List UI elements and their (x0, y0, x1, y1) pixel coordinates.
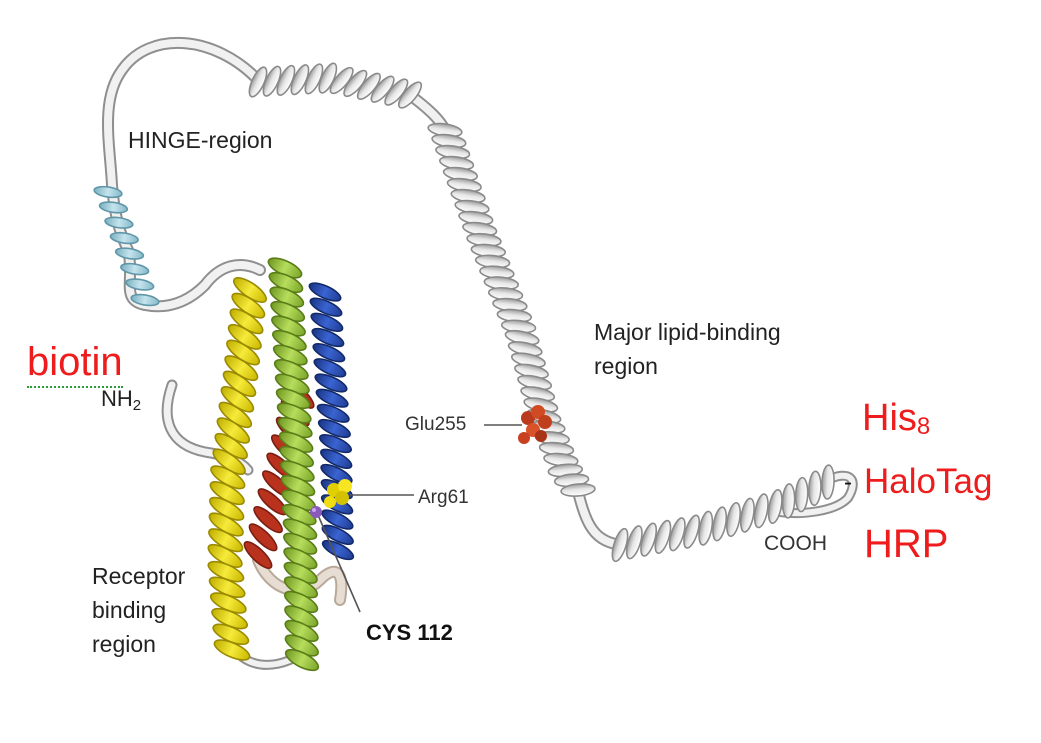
hinge-region-label: HINGE-region (128, 127, 273, 153)
helix-turn (319, 448, 353, 469)
helix-turn (640, 522, 658, 557)
helix-turn (317, 418, 351, 439)
helix-bottom (611, 464, 835, 563)
helix-turn (290, 64, 310, 96)
helix-turn (683, 514, 701, 549)
helix-turn (668, 517, 686, 552)
helix-turn (318, 434, 353, 454)
his-subscript: 8 (916, 413, 931, 440)
helix-turn (93, 185, 123, 199)
helix-turn (130, 293, 160, 307)
helix-turn (114, 247, 145, 260)
helix-turn (321, 509, 354, 530)
helix-turn (213, 639, 251, 661)
lipid-binding-label-line1: Major lipid-binding (594, 319, 781, 345)
nh-text: NH (101, 386, 133, 411)
helix-turn (284, 648, 320, 672)
helix-lipid-binding (427, 122, 596, 497)
helix-turn (310, 312, 344, 332)
helix-turn (311, 327, 345, 348)
c-terminus-label: COOH (764, 532, 827, 555)
helix-yellow (207, 277, 267, 661)
helix-turn (808, 470, 822, 507)
helix-turn (654, 519, 672, 555)
helix-turn (309, 297, 343, 317)
glu255-label: Glu255 (405, 414, 467, 435)
lipid-binding-label-line2: region (594, 353, 658, 379)
receptor-binding-label-line2: binding (92, 597, 167, 623)
n-terminus-label: NH2 (101, 386, 141, 414)
helix-hinge (93, 185, 160, 307)
biotin-tag-label: biotin (27, 340, 123, 388)
hrp-tag-label: HRP (864, 522, 949, 566)
helix-turn (712, 506, 728, 542)
nh-subscript: 2 (132, 397, 142, 414)
helix-turn (794, 476, 809, 513)
his8-tag-label: His8 (862, 398, 930, 447)
receptor-binding-label-line1: Receptor (92, 563, 186, 589)
helix-turn (253, 506, 283, 534)
halotag-label: HaloTag (864, 462, 993, 501)
helix-turn (560, 483, 596, 497)
helix-turn (104, 216, 134, 229)
helix-turn (308, 282, 342, 302)
receptor-binding-label-line3: region (92, 631, 156, 657)
arg61-spheres (324, 479, 352, 508)
tag-connector-dash: - (844, 469, 852, 496)
helix-turn (370, 75, 395, 103)
helix-turn (329, 66, 354, 95)
helix-turn (356, 72, 381, 100)
helix-turn (384, 78, 409, 106)
cys112-label: CYS 112 (366, 620, 453, 645)
helix-turn (243, 540, 273, 570)
cys112-sphere (310, 506, 322, 518)
helix-green (267, 257, 320, 672)
helix-turn (726, 501, 741, 538)
helix-turn (767, 488, 783, 525)
helix-turn (315, 388, 349, 408)
leader-lines (317, 424, 522, 613)
helix-blue (308, 282, 355, 561)
arg61-label: Arg61 (418, 487, 469, 508)
helix-turn (313, 358, 347, 378)
helix-turn (821, 464, 835, 500)
helix-turn (312, 343, 346, 363)
helix-turn (611, 527, 629, 563)
helix-turn (314, 373, 348, 393)
helix-turn (698, 510, 714, 546)
helix-turn (125, 278, 155, 291)
helix-turn (397, 81, 423, 109)
helix-turn (316, 403, 350, 423)
helix-turn (109, 231, 139, 245)
helix-turn (248, 523, 278, 552)
helix-turn (248, 66, 268, 98)
helix-turn (781, 483, 796, 519)
helix-turn (625, 525, 643, 560)
helix-turn (120, 262, 150, 276)
glu255-spheres (518, 405, 552, 444)
helix-top (248, 62, 423, 109)
helix-turn (753, 493, 769, 529)
helix-turn (320, 463, 353, 485)
helix-turn (98, 201, 129, 214)
helix-turn (276, 64, 296, 96)
his-text: His (862, 397, 917, 439)
helix-turn (739, 497, 755, 533)
